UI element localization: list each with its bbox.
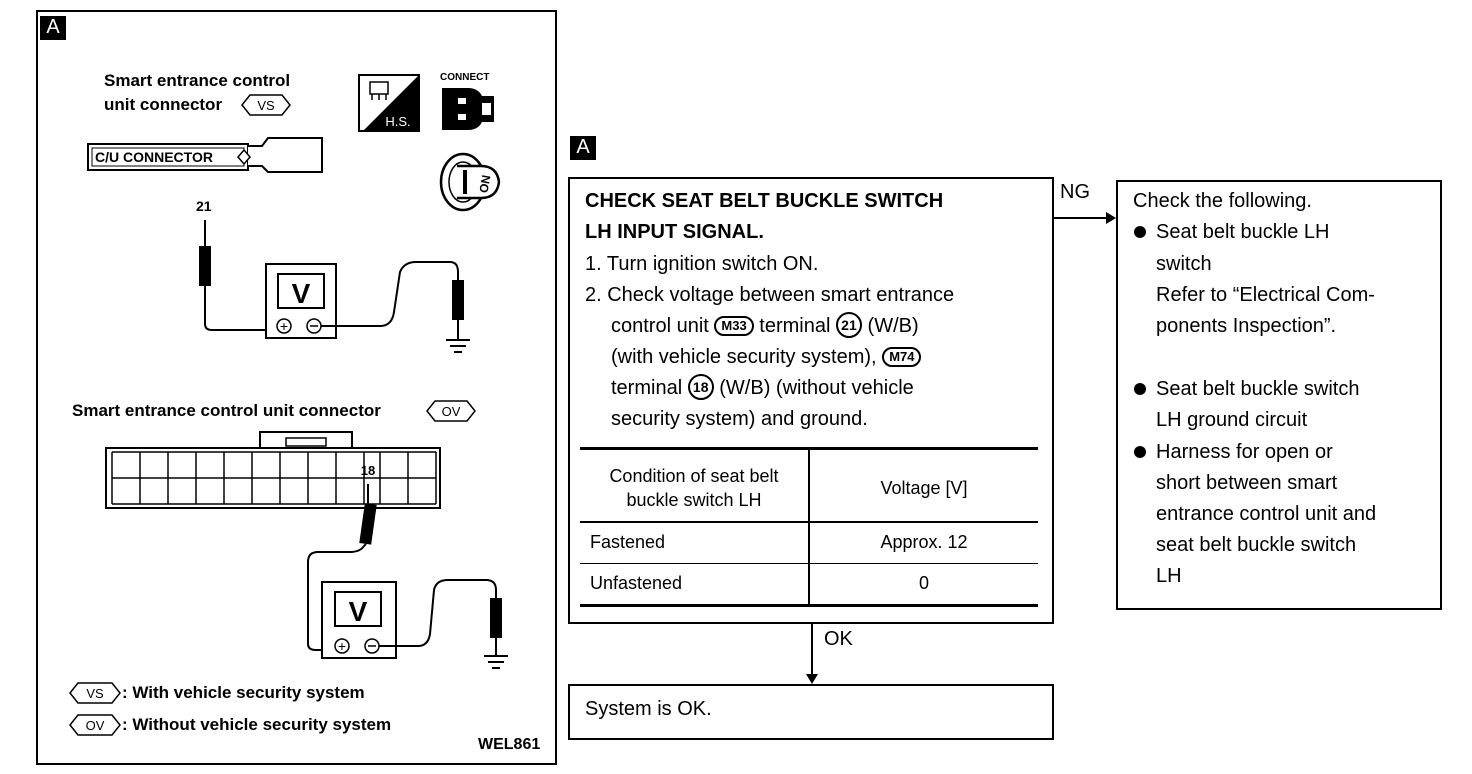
ng-label: NG [1060,181,1090,203]
bullet-2 [1134,383,1146,395]
figure-id: WEL861 [478,736,541,753]
legend-vs-badge: VS [69,682,121,704]
terminal-21-badge: 21 [835,312,862,338]
ng-item1-line2: switch [1156,253,1212,275]
connector-ov-label: Smart entrance control unit connector [72,401,381,420]
ng-arrow [1054,212,1116,224]
m33-connector-badge: M33 [714,316,754,336]
step-2-line4-a: terminal [611,377,683,399]
table-header-condition: Condition of seat belt buckle switch LH [580,464,808,512]
svg-text:+: + [280,318,288,334]
table-row-unfastened-condition: Unfastened [590,573,683,593]
bullet-3 [1134,446,1146,458]
table-col-divider [808,450,810,607]
step-2-line5: security system) and ground. [611,408,868,430]
table-header-voltage: Voltage [V] [880,478,968,498]
legend-vs-text: : With vehicle security system [122,683,365,702]
step-2-line2-b: terminal [759,315,831,337]
ng-box [1116,180,1442,610]
ng-item3-line3: entrance control unit and [1156,503,1377,525]
ng-item2-line2: LH ground circuit [1156,409,1308,431]
table-row-fastened-voltage: Approx. 12 [880,532,968,552]
condition-table: Condition of seat belt buckle switch LH … [580,447,1038,607]
check-title-line2: LH INPUT SIGNAL. [585,221,764,243]
harness-icon: H.S. [358,74,420,132]
ov-badge-text: OV [442,404,461,419]
bullet-1 [1134,226,1146,238]
ng-item3-line2: short between smart [1156,472,1338,494]
table-header-condition-line1: Condition of seat belt [609,466,779,486]
ng-item1-line3: Refer to “Electrical Com- [1156,284,1375,306]
vs-badge: VS [241,94,291,116]
legend-ov-badge: OV [69,714,121,736]
on-label: ON [477,174,494,194]
connect-label: CONNECT [440,72,490,83]
step-2-line2-a: control unit [611,315,709,337]
step-2-line3: (with vehicle security system), M74 [611,342,922,373]
ng-item3-line5: LH [1156,565,1182,587]
hs-label: H.S. [385,114,410,129]
ok-arrow [806,624,818,684]
table-row-unfastened-voltage: 0 [918,573,929,593]
step-2-line4: terminal 18 (W/B) (without vehicle [611,373,914,404]
ng-item1-line1: Seat belt buckle LH [1156,221,1330,243]
check-title-line1: CHECK SEAT BELT BUCKLE SWITCH [585,190,944,212]
ok-box-text: System is OK. [585,698,712,720]
step-2-line2-c: (W/B) [867,315,919,337]
cu-connector-label: C/U CONNECTOR [95,149,213,165]
lower-meter-label: V [349,596,368,627]
legend-ov-text: : Without vehicle security system [122,715,392,734]
table-row-fastened-condition: Fastened [590,532,666,552]
step-1: 1. Turn ignition switch ON. [585,253,819,275]
legend-ov-badge-text: OV [86,718,105,733]
ov-badge: OV [426,400,476,422]
connector-vs-label-line2: unit connector [104,95,223,114]
ng-item1-line4: ponents Inspection”. [1156,315,1337,337]
ng-item2-line1: Seat belt buckle switch [1156,378,1360,400]
table-header-rule [580,521,1038,523]
terminal-18-badge: 18 [687,374,714,400]
table-row-rule [580,563,1038,564]
step-2-line3-text: (with vehicle security system), [611,346,877,368]
upper-meter-label: V [292,278,311,309]
upper-voltmeter-wiring: V + [199,220,470,353]
terminal-18-label: 18 [361,463,375,478]
legend-vs-badge-text: VS [86,686,104,701]
cu-connector [87,137,323,173]
connect-icon [442,88,494,130]
vs-badge-text: VS [257,98,275,113]
ng-intro: Check the following. [1133,190,1312,212]
figure-panel [36,10,557,765]
ng-item3-line1: Harness for open or [1156,441,1333,463]
ignition-key-icon: ON [439,152,501,212]
terminal-21-label: 21 [196,198,212,214]
connector-vs-label-line1: Smart entrance control [104,71,291,90]
svg-text:+: + [338,638,346,654]
step-2-line4-b: (W/B) (without vehicle [719,377,914,399]
step-2-line2: control unit M33 terminal 21 (W/B) [611,311,919,342]
step-2-line1: 2. Check voltage between smart entrance [585,284,955,306]
ok-label: OK [824,628,853,650]
m74-connector-badge: M74 [882,347,922,367]
flow-tag: A [570,136,596,160]
table-header-condition-line2: buckle switch LH [626,490,762,510]
check-box [568,177,1054,624]
ov-connector-block: 18 [105,431,441,509]
lower-voltmeter-wiring: V + [307,484,508,669]
ng-item3-line4: seat belt buckle switch [1156,534,1357,556]
ok-box [568,684,1054,740]
figure-tag: A [40,16,66,40]
